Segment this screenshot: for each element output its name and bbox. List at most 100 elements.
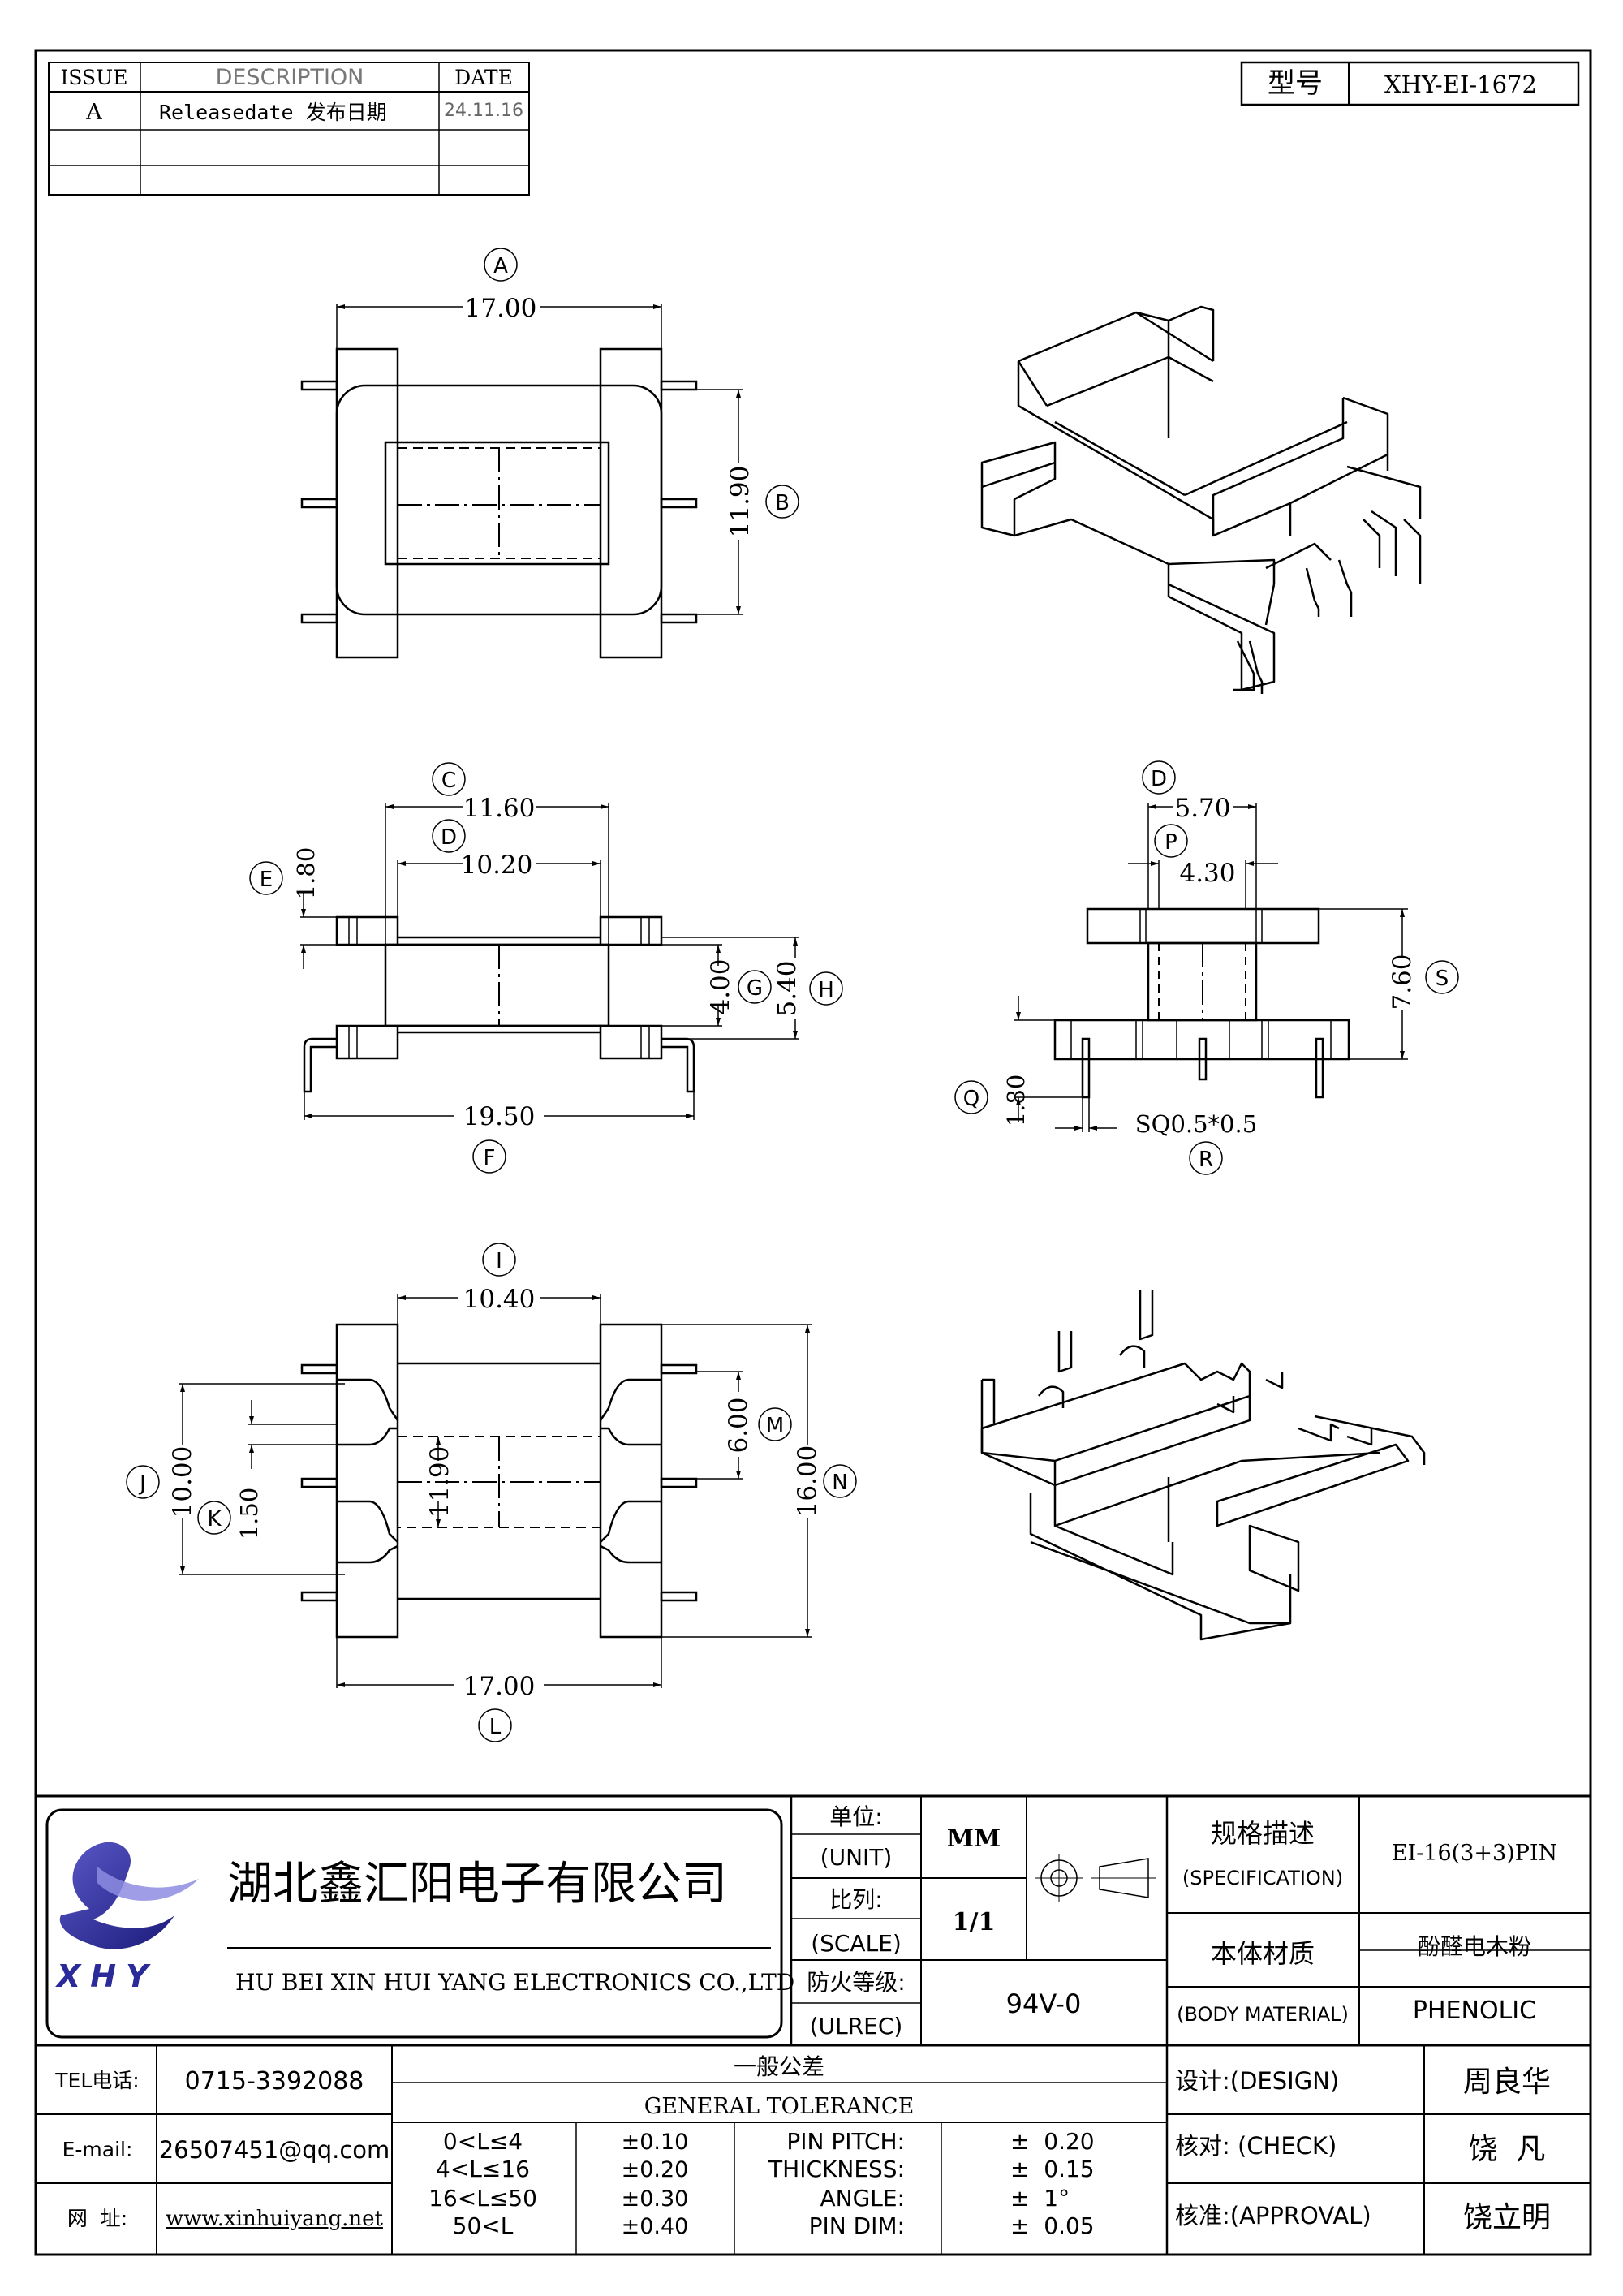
dim-J-value: 10.00 (168, 1446, 197, 1518)
dim-A-value: 17.00 (465, 294, 537, 323)
dim-E-tag: E (260, 868, 273, 892)
tol-other-value-2: ± 0.15 (1010, 2156, 1095, 2182)
rev-header-date: DATE (454, 66, 513, 89)
dim-C-value: 11.60 (463, 794, 536, 823)
tolerance-title-cn: 一般公差 (734, 2053, 824, 2080)
email-value: 26507451@qq.com (159, 2136, 390, 2164)
outer-frame (34, 49, 1592, 2256)
spec-value: EI-16(3+3)PIN (1392, 1841, 1557, 1866)
ulrec-label-en: (ULREC) (810, 2013, 903, 2040)
tol-range-1: 0<L≤4 (443, 2128, 523, 2155)
tol-range-2: 4<L≤16 (436, 2156, 530, 2182)
dim-C-tag: C (441, 769, 456, 793)
model-value: XHY-EI-1672 (1384, 71, 1537, 98)
company-logo: XHY (55, 1842, 199, 1994)
dim-D2-value: 5.70 (1174, 794, 1230, 823)
web-value[interactable]: www.xinhuiyang.net (166, 2207, 383, 2231)
title-block (36, 1794, 1591, 2047)
dim-A-tag: A (493, 254, 508, 278)
dim-B-value: 11.90 (725, 466, 755, 538)
revision-table: ISSUE DESCRIPTION DATE A Releasedate 发布日… (48, 62, 530, 196)
material-value-cn: 酚醛电木粉 (1418, 1933, 1531, 1960)
dim-K-tag: K (207, 1507, 222, 1531)
front-view (303, 915, 695, 1093)
dim-P-tag: P (1165, 830, 1177, 855)
tol-value-4: ±0.40 (622, 2214, 689, 2239)
bottom-view-dims: 10.40 I 6.00 M 16.00 N 11.90 10.00 J 1.5… (126, 1243, 857, 1742)
dim-Q-tag: Q (963, 1087, 979, 1111)
bottom-view (300, 1323, 698, 1639)
dim-H-tag: H (818, 978, 834, 1002)
dim-G-value: 4.00 (706, 958, 735, 1014)
dim-D-value: 10.20 (461, 851, 533, 880)
tol-range-3: 16<L≤50 (428, 2185, 537, 2212)
design-label: 设计:(DESIGN) (1175, 2067, 1339, 2095)
material-label-cn: 本体材质 (1211, 1938, 1315, 1969)
dim-F-tag: F (484, 1146, 496, 1170)
dim-F-value: 19.50 (463, 1102, 536, 1131)
dim-L-value: 17.00 (463, 1672, 536, 1701)
model-label: 型号 (1268, 67, 1323, 100)
dim-D2-tag: D (1151, 767, 1167, 791)
side-view (1053, 907, 1350, 1099)
dim-N-value: 16.00 (793, 1445, 822, 1518)
dim-B-tag: B (775, 491, 790, 515)
dim-R-value: SQ0.5*0.5 (1135, 1110, 1257, 1138)
design-name: 周良华 (1463, 2066, 1551, 2099)
side-view-dims: 5.70 D 4.30 P 7.60 S 1.80 Q SQ0.5*0.5 R (954, 760, 1459, 1175)
dim-M-tag: M (766, 1414, 784, 1438)
dim-M-value: 6.00 (724, 1397, 753, 1453)
dim-B2-value: 11.90 (425, 1446, 454, 1518)
material-value-en: PHENOLIC (1413, 1997, 1536, 2025)
dim-N-tag: N (832, 1471, 847, 1495)
unit-label-cn: 单位: (829, 1803, 882, 1830)
dim-S-value: 7.60 (1388, 954, 1417, 1010)
dim-P-value: 4.30 (1179, 859, 1235, 888)
dim-Q-value: 1.80 (1002, 1075, 1030, 1127)
dim-L-tag: L (489, 1715, 502, 1739)
scale-label-cn: 比列: (829, 1886, 882, 1913)
dim-I-tag: I (496, 1249, 502, 1273)
tol-range-4: 50<L (453, 2212, 514, 2239)
rev-row-date: 24.11.16 (444, 101, 523, 121)
rev-row-description: Releasedate 发布日期 (159, 101, 387, 124)
spec-label-cn: 规格描述 (1211, 1818, 1315, 1849)
unit-value: MM (947, 1824, 1001, 1853)
rev-row-issue: A (85, 100, 102, 125)
spec-label-en: (SPECIFICATION) (1182, 1867, 1343, 1889)
check-name: 饶 凡 (1469, 2133, 1546, 2166)
dim-J-tag: J (138, 1471, 146, 1496)
tel-value: 0715-3392088 (185, 2067, 364, 2096)
top-view-dims: 17.00 A 11.90 B (336, 248, 799, 615)
tol-value-2: ±0.20 (622, 2157, 689, 2182)
rev-header-issue: ISSUE (60, 66, 127, 89)
tol-other-label-3: ANGLE: (820, 2185, 905, 2212)
unit-label-en: (UNIT) (820, 1844, 893, 1871)
dim-K-value: 1.50 (235, 1488, 263, 1540)
company-name-cn: 湖北鑫汇阳电子有限公司 (227, 1858, 727, 1910)
scale-value: 1/1 (953, 1908, 996, 1936)
company-name-en: HU BEI XIN HUI YANG ELECTRONICS CO.,LTD (235, 1969, 794, 1996)
iso-view-top (980, 305, 1422, 694)
dim-D-tag: D (441, 825, 457, 850)
scale-label-en: (SCALE) (811, 1930, 902, 1957)
tol-value-1: ±0.10 (622, 2130, 689, 2155)
tol-other-value-4: ± 0.05 (1010, 2212, 1095, 2239)
dim-S-tag: S (1436, 967, 1449, 991)
material-label-en: (BODY MATERIAL) (1177, 2003, 1349, 2026)
tol-other-label-2: THICKNESS: (768, 2156, 905, 2182)
dim-G-tag: G (747, 976, 763, 1001)
ulrec-value: 94V-0 (1006, 1988, 1082, 2019)
ulrec-label-cn: 防火等级: (807, 1969, 905, 1996)
dim-E-value: 1.80 (292, 847, 320, 900)
bottom-table (36, 2045, 1591, 2255)
dim-H-value: 5.40 (773, 960, 802, 1016)
tol-other-value-1: ± 0.20 (1010, 2128, 1095, 2155)
tol-other-label-4: PIN DIM: (809, 2212, 905, 2239)
email-label: E-mail: (62, 2138, 133, 2161)
dim-R-tag: R (1199, 1148, 1213, 1172)
top-view (300, 347, 698, 659)
approval-label: 核准:(APPROVAL) (1175, 2202, 1371, 2229)
front-view-dims: 11.60 C 10.20 D 1.80 E 19.50 F 4.00 G (249, 762, 843, 1174)
